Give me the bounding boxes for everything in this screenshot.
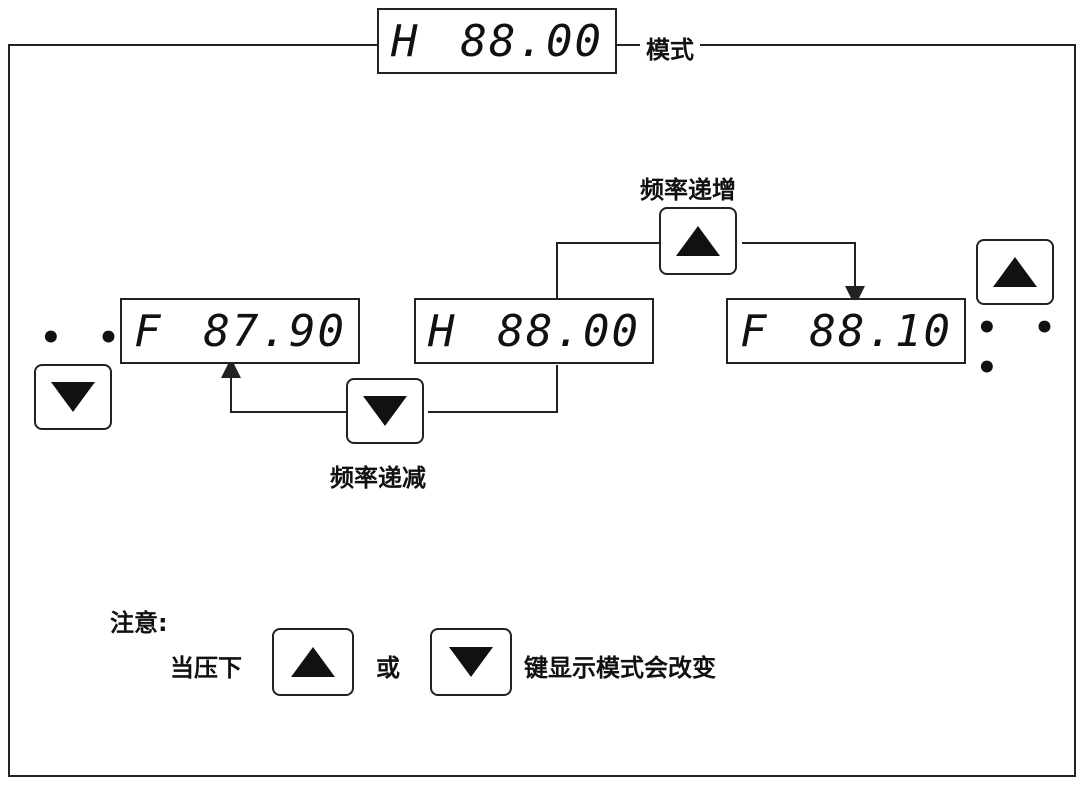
note-suffix: 键显示模式会改变 [524,654,716,682]
display-center: H 88.00 [414,298,654,364]
increase-wire [556,242,659,298]
increase-label: 频率递增 [640,176,736,204]
increase-up-key[interactable] [659,207,737,275]
display-center-value: 88.00 [497,305,640,357]
header-display-value: 88.00 [460,15,603,67]
decrease-down-key[interactable] [346,378,424,444]
decrease-label: 频率递减 [330,464,426,492]
up-triangle-icon [993,257,1037,287]
display-left-mode: F [134,305,163,357]
display-left: F 87.90 [120,298,360,364]
up-triangle-icon [676,226,720,256]
header-display-mode: H [391,15,420,67]
header-label: 模式 [640,30,700,65]
note-or: 或 [376,654,400,682]
display-left-value: 87.90 [203,305,346,357]
display-center-mode: H [428,305,457,357]
down-triangle-icon [363,396,407,426]
note-prefix: 当压下 [170,654,242,682]
decrease-arrow [221,358,346,413]
right-up-key[interactable] [976,239,1054,305]
down-triangle-icon [449,647,493,677]
left-down-key[interactable] [34,364,112,430]
increase-arrow [742,242,865,306]
note-down-key [430,628,512,696]
down-triangle-icon [51,382,95,412]
decrease-wire [428,365,558,413]
header-display: H 88.00 [377,8,617,74]
display-right-mode: F [740,305,769,357]
display-right: F 88.10 [726,298,966,364]
up-triangle-icon [291,647,335,677]
right-ellipsis: • • • [976,308,1068,388]
note-up-key [272,628,354,696]
display-right-value: 88.10 [809,305,952,357]
note-title: 注意: [110,609,168,637]
